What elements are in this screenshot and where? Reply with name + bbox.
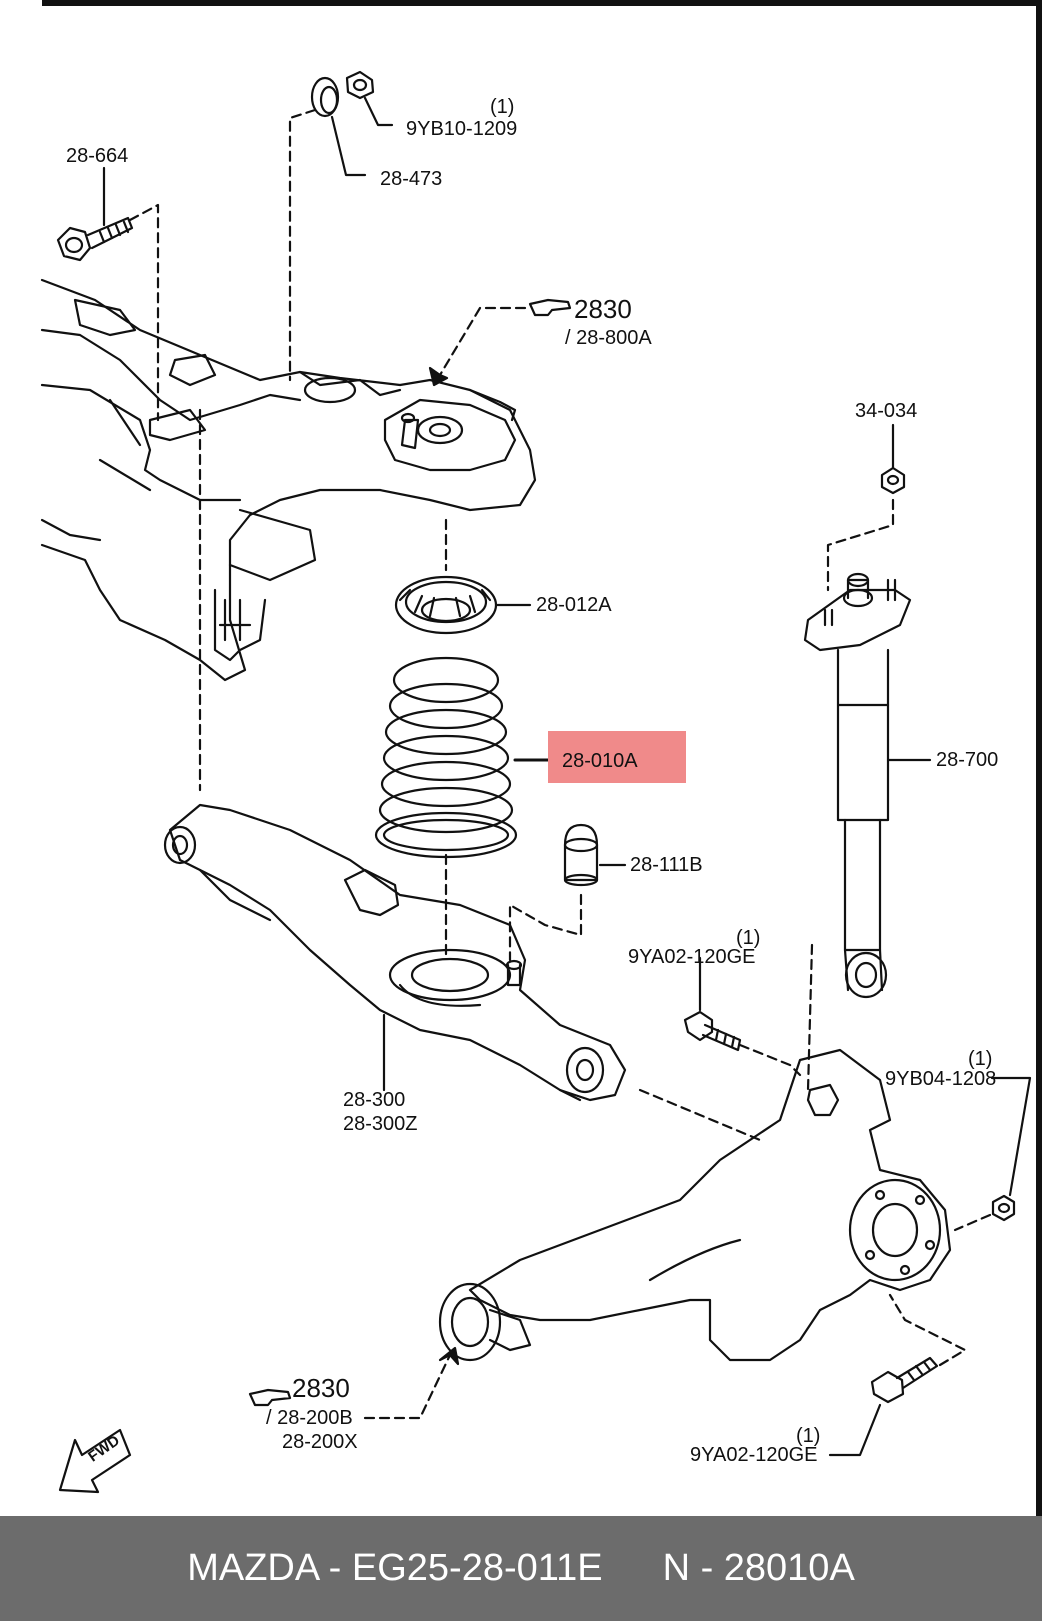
hand-pointer-top [528, 298, 572, 317]
qty-9ya02-lower: (1) [796, 1425, 821, 1447]
label-28-700[interactable]: 28-700 [936, 749, 999, 771]
highlight-28-010a [548, 731, 686, 783]
rear-crossmember [40, 278, 537, 682]
label-28-200b[interactable]: / 28-200B [266, 1407, 353, 1429]
top-border [42, 0, 1042, 6]
qty-9yb10: (1) [490, 96, 515, 118]
leader-9yb10 [363, 96, 394, 127]
suspension-diagram [40, 70, 1032, 1494]
shock-absorber-28-700 [803, 572, 912, 999]
reference-number: N - 28010A [662, 1547, 855, 1589]
dash-2830-top [438, 306, 527, 377]
dash-arm-to-knuckle [638, 1088, 762, 1142]
label-28-012a[interactable]: 28-012A [536, 594, 612, 616]
fwd-arrow-icon [58, 1428, 132, 1494]
leader-9ya02-lower [828, 1403, 882, 1457]
leader-9yb04 [990, 1076, 1032, 1197]
label-2830-bottom[interactable]: 2830 [292, 1373, 350, 1403]
dash-shock-lower [806, 943, 814, 1092]
leader-28-473 [330, 115, 367, 177]
arrow-2830-top [428, 366, 449, 387]
lower-arm-28-300 [163, 803, 627, 1102]
washer-28-473 [310, 76, 340, 118]
label-28-300z[interactable]: 28-300Z [343, 1113, 418, 1135]
coil-spring-28-010a [374, 656, 518, 859]
dash-bump-stop [508, 893, 583, 962]
label-9yb10-1209[interactable]: 9YB10-1209 [406, 118, 518, 140]
dash-9yb04 [953, 1213, 992, 1232]
label-28-664[interactable]: 28-664 [66, 145, 129, 167]
label-9ya02-120ge-lower[interactable]: 9YA02-120GE [690, 1444, 818, 1466]
label-9yb04-1208[interactable]: 9YB04-1208 [885, 1068, 997, 1090]
label-28-111b[interactable]: 28-111B [630, 854, 703, 876]
right-border [1036, 0, 1042, 1516]
brand-part-number: MAZDA - EG25-28-011E [187, 1547, 603, 1589]
qty-9yb04: (1) [968, 1048, 993, 1070]
label-2830-top[interactable]: 2830 [574, 294, 632, 324]
label-34-034[interactable]: 34-034 [855, 400, 918, 422]
label-28-010a[interactable]: 28-010A [562, 750, 638, 772]
nut-34-034 [880, 466, 906, 495]
dash-9ya02-lower [888, 1293, 967, 1367]
bump-stop-28-111b [563, 823, 599, 887]
knuckle-assembly [438, 1048, 952, 1362]
dash-washer [288, 108, 317, 382]
dash-9ya02-middle [738, 1043, 802, 1077]
label-28-300[interactable]: 28-300 [343, 1089, 406, 1111]
label-28-473[interactable]: 28-473 [380, 168, 443, 190]
spring-seat-28-012a [394, 575, 498, 635]
nut-9yb04 [991, 1194, 1016, 1222]
part-number-footer: MAZDA - EG25-28-011E N - 28010A [0, 1516, 1042, 1621]
dash-2830-bottom [363, 1353, 452, 1420]
dash-34-034 [826, 498, 895, 592]
bolt-28-664 [56, 216, 134, 262]
label-28-200x[interactable]: 28-200X [282, 1431, 358, 1453]
bolt-9ya02-middle [683, 1010, 742, 1052]
hand-pointer-bottom [248, 1388, 292, 1407]
arrow-2830-bottom [438, 1346, 460, 1366]
label-9ya02-120ge-middle[interactable]: 9YA02-120GE [628, 946, 756, 968]
label-28-800a[interactable]: / 28-800A [565, 327, 652, 349]
nut-9yb10 [345, 70, 375, 100]
bolt-9ya02-lower [870, 1356, 939, 1404]
qty-9ya02-middle: (1) [736, 927, 761, 949]
dash-bolt-28-664 [128, 203, 160, 422]
